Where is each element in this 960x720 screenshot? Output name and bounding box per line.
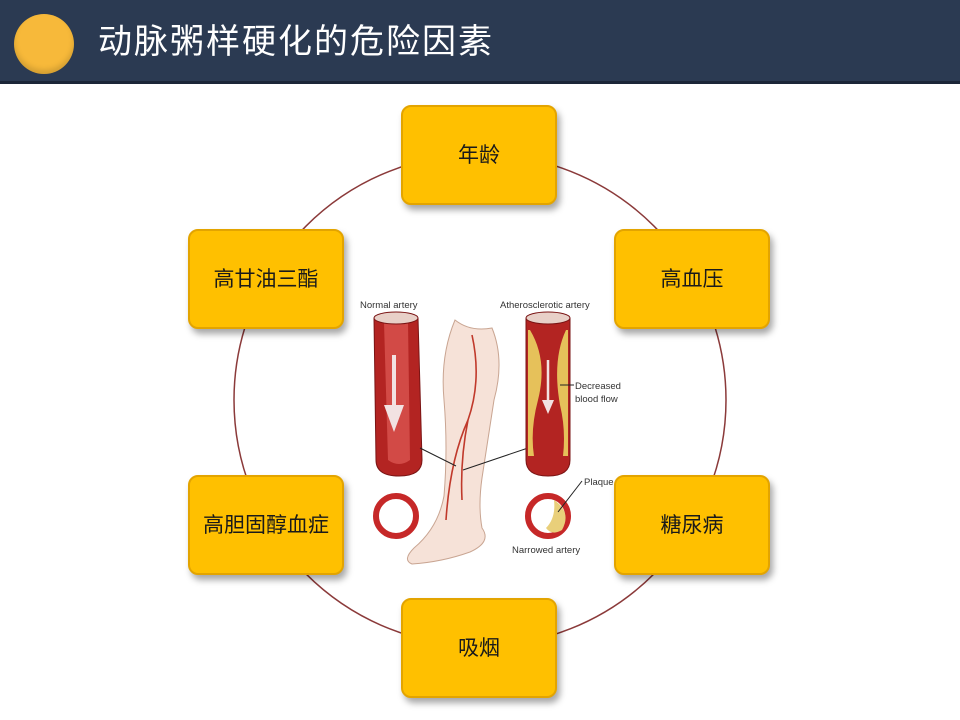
normal-artery-tube — [373, 311, 423, 477]
title-bar: 动脉粥样硬化的危险因素 — [0, 0, 960, 84]
decreased-flow-label-line1: Decreased — [575, 381, 621, 392]
title-bullet-icon — [14, 14, 74, 74]
narrowed-artery-cross-section — [525, 493, 571, 539]
slide-title: 动脉粥样硬化的危险因素 — [98, 22, 494, 62]
decreased-flow-label-line2: blood flow — [575, 394, 618, 405]
factor-box-diabetes: 糖尿病 — [614, 475, 770, 575]
normal-artery-cross-section — [373, 493, 419, 539]
factor-box-hypercholesterolemia: 高胆固醇血症 — [188, 475, 344, 575]
atherosclerotic-artery-label: Atherosclerotic artery — [500, 300, 590, 311]
factor-box-hypertriglyceridemia: 高甘油三酯 — [188, 229, 344, 329]
normal-artery-label: Normal artery — [360, 300, 418, 311]
factor-box-age: 年龄 — [401, 105, 557, 205]
factor-box-hypertension: 高血压 — [614, 229, 770, 329]
narrowed-artery-label: Narrowed artery — [512, 545, 580, 556]
plaque-label: Plaque — [584, 477, 614, 488]
artery-illustration: Normal artery Atherosclerotic artery Dec… — [360, 300, 621, 565]
factor-box-smoking: 吸烟 — [401, 598, 557, 698]
atherosclerotic-artery-tube — [525, 311, 571, 477]
